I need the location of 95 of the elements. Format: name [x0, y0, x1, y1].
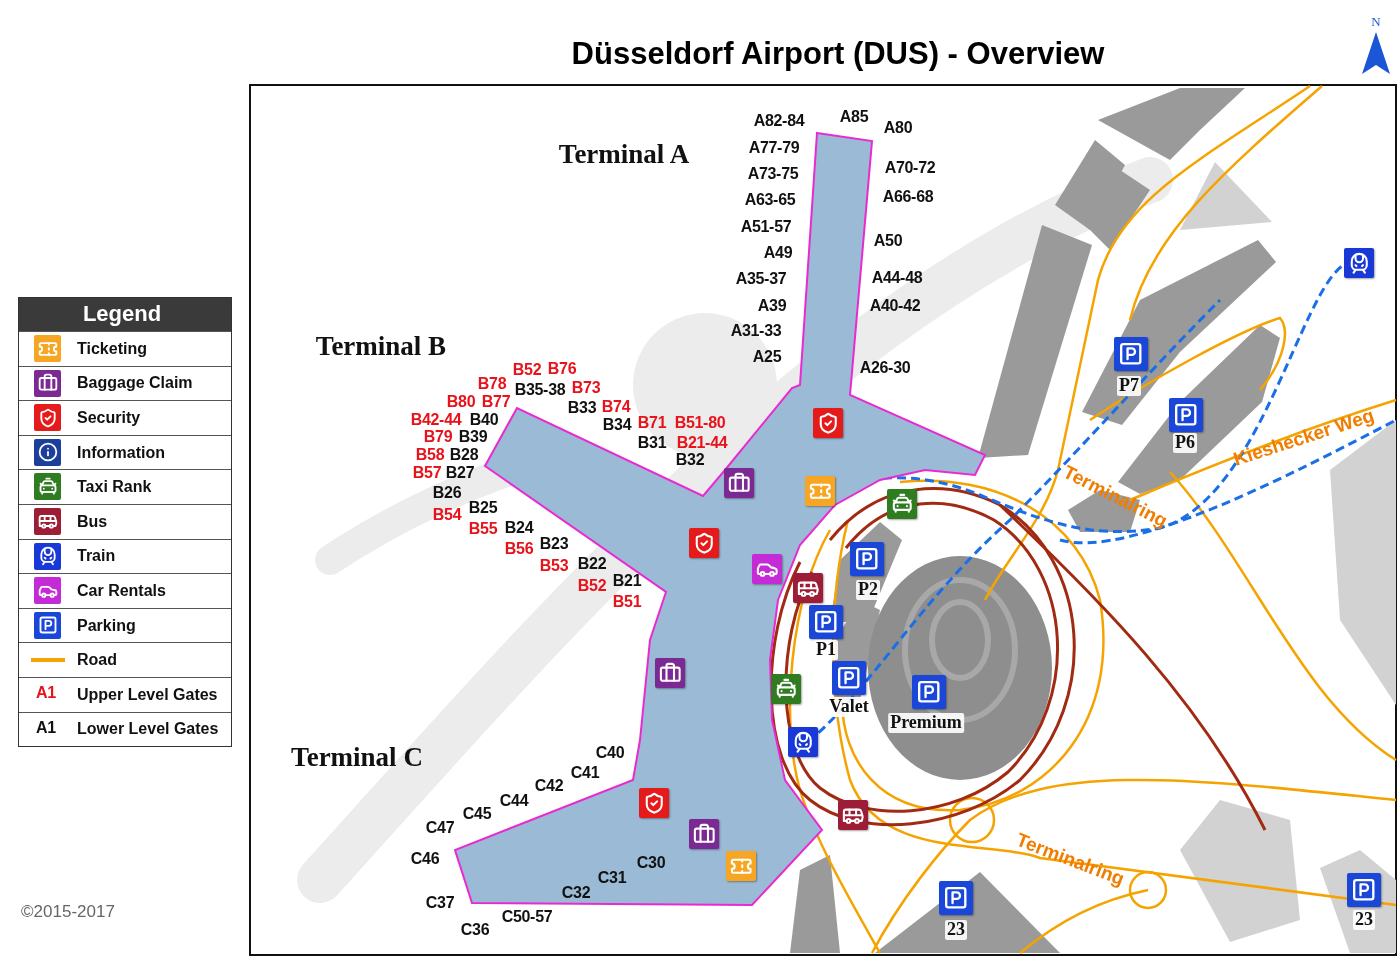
- gate-label: B57: [412, 464, 442, 482]
- parking-label: 23: [945, 920, 967, 940]
- gate-label: C47: [425, 819, 455, 837]
- terminal-label: Terminal C: [291, 743, 423, 773]
- gate-label: A1: [36, 684, 56, 702]
- legend-heading: Legend: [82, 301, 162, 327]
- gate-label: B55: [468, 520, 498, 538]
- gate-label: B80: [446, 393, 476, 411]
- gate-label: B34: [602, 416, 632, 434]
- gate-label: A1: [36, 719, 56, 737]
- gate-label: A77-79: [748, 139, 800, 157]
- gate-label: B33: [567, 399, 597, 417]
- gate-label: C46: [410, 850, 440, 868]
- legend-label: Bus: [77, 512, 108, 531]
- gate-label: A51-57: [740, 218, 792, 236]
- gate-label: B79: [423, 428, 453, 446]
- gate-label: B76: [547, 360, 577, 378]
- gate-label: B39: [458, 428, 488, 446]
- gate-label: A63-65: [744, 191, 796, 209]
- gate-label: A44-48: [871, 269, 923, 287]
- gate-label: B22: [577, 555, 607, 573]
- gate-label: C50-57: [501, 908, 553, 926]
- gate-label: B77: [481, 393, 511, 411]
- gate-label: C44: [499, 792, 529, 810]
- gate-label: C41: [570, 764, 600, 782]
- gate-label: B53: [539, 557, 569, 575]
- legend-label: Train: [77, 547, 116, 566]
- gate-label: B51: [612, 593, 642, 611]
- gate-label: C40: [595, 744, 625, 762]
- legend-label: Taxi Rank: [77, 478, 152, 497]
- gate-label: A31-33: [730, 322, 782, 340]
- gate-label: B40: [469, 411, 499, 429]
- parking-label: Valet: [827, 697, 871, 717]
- gate-label: B28: [449, 446, 479, 464]
- gate-label: A73-75: [747, 165, 799, 183]
- parking-label: 23: [1353, 910, 1375, 930]
- parking-label: P1: [814, 640, 838, 660]
- copyright-text: ©2015-2017: [21, 902, 115, 922]
- legend-label: Upper Level Gates: [77, 685, 218, 704]
- gate-label: C31: [597, 869, 627, 887]
- parking-label: P2: [856, 580, 880, 600]
- gate-label: B56: [504, 540, 534, 558]
- gate-label: A85: [839, 108, 869, 126]
- gate-label: B21-44: [676, 434, 728, 452]
- legend-label: Information: [77, 443, 165, 462]
- gate-label: B78: [477, 375, 507, 393]
- parking-label: P7: [1117, 376, 1141, 396]
- terminal-label: Terminal B: [315, 332, 447, 362]
- gate-label: C30: [636, 854, 666, 872]
- gate-label: B51-80: [674, 414, 726, 432]
- gate-label: B73: [571, 379, 601, 397]
- gate-label: B58: [415, 446, 445, 464]
- legend-label: Parking: [77, 616, 136, 635]
- gate-label: B52: [577, 577, 607, 595]
- legend-label: Baggage Claim: [77, 374, 193, 393]
- gate-label: A50: [873, 232, 903, 250]
- gate-label: B35-38: [514, 381, 566, 399]
- gate-label: A80: [883, 119, 913, 137]
- gate-label: B32: [675, 451, 705, 469]
- gate-label: A82-84: [753, 112, 805, 130]
- gate-label: C36: [460, 921, 490, 939]
- gate-label: A66-68: [882, 188, 934, 206]
- gate-label: A40-42: [869, 297, 921, 315]
- map-title: Düsseldorf Airport (DUS) - Overview: [571, 36, 1105, 72]
- gate-label: C32: [561, 884, 591, 902]
- gate-label: B52: [512, 361, 542, 379]
- gate-label: A26-30: [859, 359, 911, 377]
- parking-label: P6: [1173, 433, 1197, 453]
- gate-label: B25: [468, 499, 498, 517]
- terminal-label: Terminal A: [558, 140, 690, 170]
- gate-label: B74: [601, 398, 631, 416]
- gate-label: B31: [637, 434, 667, 452]
- legend-label: Road: [77, 651, 117, 670]
- legend-label: Car Rentals: [77, 581, 166, 600]
- gate-label: B24: [504, 519, 534, 537]
- gate-label: C37: [425, 894, 455, 912]
- legend-label: Lower Level Gates: [77, 720, 219, 739]
- gate-label: B26: [432, 484, 462, 502]
- gate-label: B27: [445, 464, 475, 482]
- legend-label: Security: [77, 409, 141, 427]
- gate-label: A39: [757, 297, 787, 315]
- gate-label: B21: [612, 572, 642, 590]
- gate-label: A70-72: [884, 159, 936, 177]
- parking-label: Premium: [888, 713, 964, 733]
- gate-label: B54: [432, 506, 462, 524]
- gate-label: C45: [462, 805, 492, 823]
- gate-label: B42-44: [410, 411, 462, 429]
- gate-label: B23: [539, 535, 569, 553]
- gate-label: A49: [763, 244, 793, 262]
- north-label: N: [1371, 14, 1381, 30]
- legend-label: Ticketing: [77, 339, 147, 358]
- gate-label: A35-37: [735, 270, 787, 288]
- gate-label: C42: [534, 777, 564, 795]
- gate-label: B71: [637, 414, 667, 432]
- gate-label: A25: [752, 348, 782, 366]
